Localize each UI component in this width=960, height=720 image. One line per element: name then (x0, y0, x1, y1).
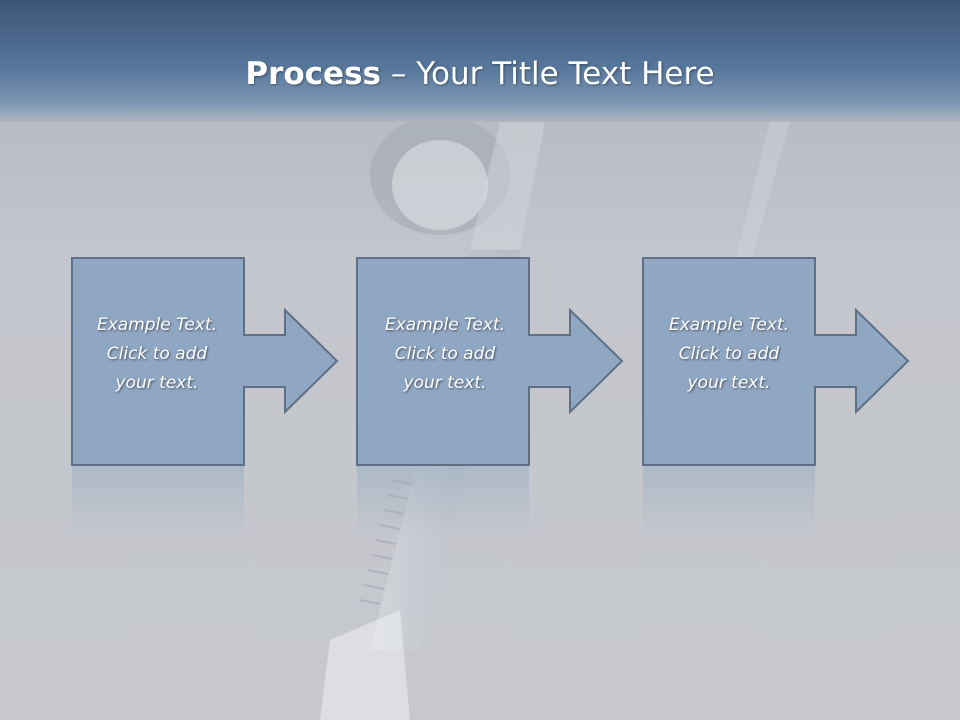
step-2-reflection (357, 466, 529, 536)
step-3-shape[interactable] (642, 257, 910, 466)
step-1-line-2: Click to add (106, 344, 208, 364)
step-3-line-2: Click to add (678, 344, 780, 364)
step-1-text[interactable]: Example Text. Click to add your text. (72, 311, 242, 398)
step-2-line-1: Example Text. (384, 315, 506, 335)
step-3-line-3: your text. (687, 373, 771, 393)
header-banner (0, 0, 960, 122)
step-2-line-2: Click to add (394, 344, 496, 364)
step-3-text[interactable]: Example Text. Click to add your text. (644, 311, 814, 398)
step-1-shape[interactable] (71, 257, 339, 466)
title-rest: – Your Title Text Here (381, 56, 715, 92)
step-3-line-1: Example Text. (668, 315, 790, 335)
step-2-text[interactable]: Example Text. Click to add your text. (360, 311, 530, 398)
step-3-reflection (643, 466, 815, 536)
step-2-line-3: your text. (403, 373, 487, 393)
slide-title: Process – Your Title Text Here (0, 52, 960, 96)
step-1-line-1: Example Text. (96, 315, 218, 335)
title-bold: Process (245, 56, 381, 92)
step-1-reflection (72, 466, 244, 536)
step-1-line-3: your text. (115, 373, 199, 393)
step-2-shape[interactable] (356, 257, 624, 466)
